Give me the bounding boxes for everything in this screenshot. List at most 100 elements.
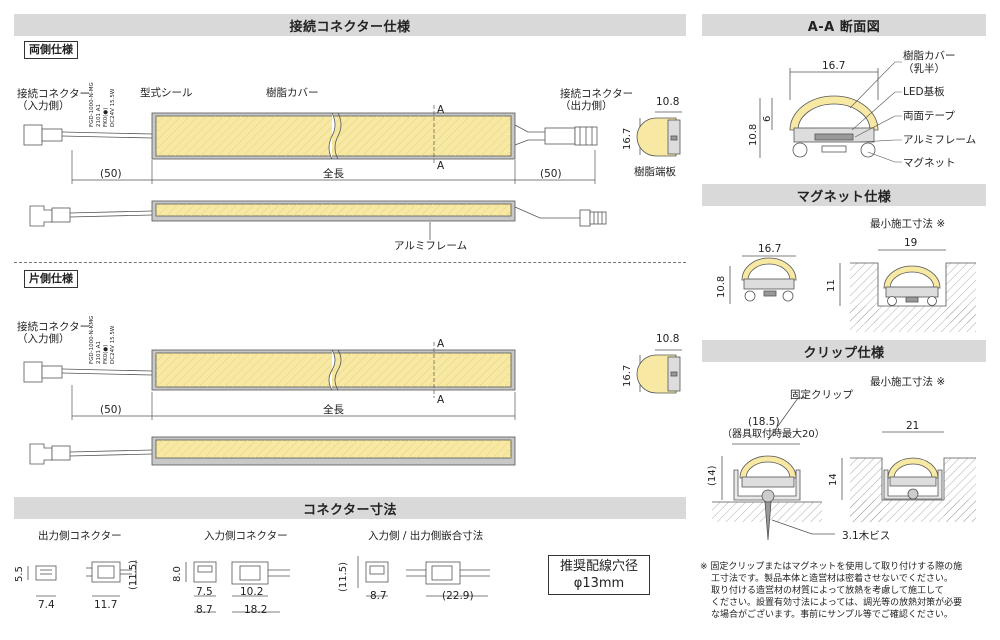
footnote-line-1: ※ 固定クリップまたはマグネットを使用して取り付けする際の施 (700, 562, 963, 572)
magnet-slot-width: 19 (904, 237, 918, 249)
cs-label-frame: アルミフレーム (903, 134, 977, 146)
footnote-line-3: 取り付ける造営材の材質によって放熱を考慮して施工して (711, 586, 944, 596)
aluminum-frame-label: アルミフレーム (394, 240, 468, 252)
recommended-hole-value: φ13mm (573, 576, 625, 591)
both-dim-right: (50) (540, 168, 562, 180)
both-input-connector-label: 接続コネクター (17, 88, 91, 100)
mated-h: (11.5) (338, 561, 349, 592)
single-seal-line-4: DC24V 15.5W (110, 325, 116, 364)
both-section-mark-top: A (437, 104, 445, 116)
both-side-label: 両側仕様 (24, 41, 78, 59)
input-connector-title: 入力側コネクター (204, 530, 288, 542)
out-len: 11.7 (94, 599, 118, 611)
both-output-connector-label: 接続コネクター (560, 88, 634, 100)
both-side-end-view (636, 111, 682, 157)
single-side-end-view (636, 349, 682, 394)
cs-label-led: LED基板 (903, 86, 945, 98)
cs-label-magnet: マグネット (903, 157, 956, 169)
seal-line-1: FGD-1000-N-MG (89, 82, 95, 127)
clip-install-drawing (841, 431, 976, 522)
single-input-connector-label: 接続コネクター (17, 321, 91, 333)
fixed-clip-label: 固定クリップ (790, 389, 853, 401)
magnet-width: 16.7 (758, 243, 782, 255)
cs-label-milky: （乳半） (903, 63, 945, 75)
cs-width: 16.7 (822, 60, 846, 72)
both-side-dimensions (71, 105, 596, 184)
both-input-connector-sub: （入力側） (17, 100, 70, 112)
clip-drawing (712, 397, 835, 541)
cs-label-resin: 樹脂カバー (903, 50, 956, 62)
both-side-bar (151, 112, 516, 160)
single-section-mark-top: A (437, 338, 445, 350)
both-section-mark-bottom: A (437, 160, 445, 172)
header-section-aa: A-A 断面図 (702, 14, 986, 36)
magnet-install-drawing (839, 249, 976, 332)
mated-len: (22.9) (442, 590, 474, 602)
single-side-bar (151, 349, 516, 391)
out-w: 7.4 (38, 599, 55, 611)
out-side: (11.5) (128, 559, 139, 590)
output-connector-drawing (27, 560, 137, 597)
header-magnet-spec: マグネット仕様 (702, 184, 986, 206)
mated-w: 8.7 (370, 590, 387, 602)
both-end-height: 16.7 (622, 127, 633, 150)
mated-connector-drawing (357, 556, 490, 597)
clip-slot-depth: 14 (828, 473, 839, 486)
recommended-hole-title: 推奨配線穴径 (559, 559, 638, 574)
section-divider (14, 262, 686, 263)
clip-slot-width: 21 (906, 420, 920, 432)
single-side-dimensions (71, 342, 516, 420)
cross-section-drawing (759, 68, 879, 158)
in-len2: 18.2 (244, 604, 268, 616)
in-len1: 10.2 (240, 586, 264, 598)
end-cap-label: 樹脂端板 (634, 166, 676, 178)
single-dim-total: 全長 (323, 404, 344, 416)
both-end-width: 10.8 (656, 96, 680, 108)
seal-line-3: FK0(●) (103, 107, 109, 127)
both-side-bottom-view (29, 200, 607, 240)
both-dim-total: 全長 (323, 168, 344, 180)
both-side-cables (23, 124, 598, 146)
header-connector-spec: 接続コネクター仕様 (14, 14, 686, 36)
magnet-min-install: 最小施工寸法 ※ (870, 218, 946, 230)
single-seal-line-2: 2101 A1 (96, 340, 102, 364)
out-h: 5.5 (14, 566, 25, 582)
resin-cover-label: 樹脂カバー (266, 87, 319, 99)
cs-label-tape: 両面テープ (903, 110, 955, 122)
cross-section-leaders (849, 61, 902, 163)
single-dim-left: (50) (100, 404, 122, 416)
single-side-label: 片側仕様 (24, 270, 78, 288)
screw-label: 3.1木ビス (842, 530, 891, 542)
in-w2: 8.7 (196, 604, 213, 616)
seal-line-4: DC24V 15.5W (110, 88, 116, 127)
clip-height-left: (14) (707, 465, 718, 486)
both-output-connector-sub: （出力側） (560, 100, 613, 112)
single-seal-line-1: FGD-1000-N-KMG (89, 315, 95, 364)
model-seal-label: 型式シール (140, 87, 193, 99)
single-seal-line-3: FK0(●) (103, 344, 109, 364)
footnote-line-5: な場合がございます。事前にサンプル等でご確認ください。 (711, 610, 953, 620)
footnote-line-4: ください。設置有効寸法によっては、調光等の放熱対策が必要 (711, 598, 963, 608)
single-end-height: 16.7 (622, 364, 633, 387)
output-connector-title: 出力側コネクター (38, 530, 122, 542)
mated-connector-title: 入力側 / 出力側嵌合寸法 (368, 530, 484, 542)
single-side-bottom-view (29, 436, 516, 466)
in-w1: 7.5 (196, 586, 213, 598)
single-side-cables (23, 361, 153, 383)
cs-height: 10.8 (748, 123, 759, 146)
clip-min-install: 最小施工寸法 ※ (870, 376, 946, 388)
in-h: 8.0 (172, 566, 183, 582)
clip-dim-top: (18.5) (748, 416, 780, 428)
header-connector-dims: コネクター寸法 (14, 497, 686, 519)
single-section-mark-bottom: A (437, 394, 445, 406)
recommended-hole-box: 推奨配線穴径 φ13mm (548, 555, 650, 595)
clip-dim-top-note: （器具取付時最大20） (722, 429, 825, 440)
input-connector-drawing (185, 561, 290, 613)
header-clip-spec: クリップ仕様 (702, 340, 986, 362)
magnet-drawing (729, 255, 797, 304)
magnet-height: 10.8 (716, 275, 727, 298)
footnote-line-2: 工寸法です。製品本体と造営材は密着させないでください。 (711, 574, 953, 584)
single-input-connector-sub: （入力側） (17, 333, 70, 345)
single-end-width: 10.8 (656, 333, 680, 345)
